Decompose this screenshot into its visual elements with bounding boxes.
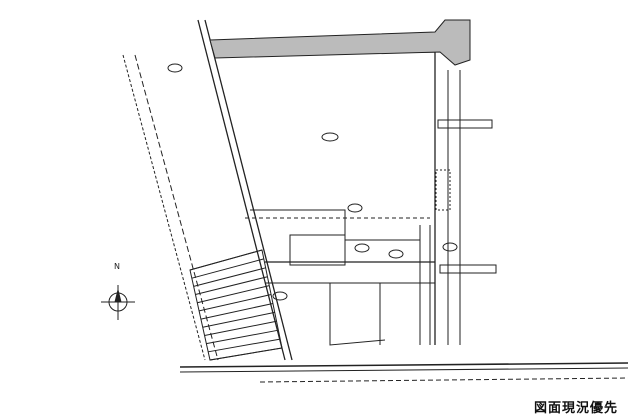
parking-stall-line [191, 258, 264, 279]
parking-stall-line [208, 338, 281, 353]
parking-stall-line [193, 267, 266, 287]
parking-stall-line [197, 285, 270, 304]
parking-stall-line [198, 294, 272, 312]
parking-stall-line [195, 276, 268, 296]
parking-stall-line [206, 329, 279, 345]
building [245, 209, 435, 346]
compass-icon [101, 285, 135, 320]
parking-stall-line [202, 311, 275, 328]
parking-stall-line [209, 347, 283, 361]
parking-area [189, 249, 283, 361]
lot-boundary [197, 19, 436, 361]
right-strip [435, 70, 497, 345]
left-road [122, 54, 219, 361]
label-markers [167, 63, 458, 301]
north-label: N [114, 262, 120, 271]
bottom-road [179, 362, 628, 383]
hatched-wall [209, 19, 471, 66]
parking-stall-line [200, 302, 274, 320]
parking-stall-line [189, 249, 263, 271]
drawing-caption: 図面現況優先 [533, 401, 618, 416]
parking-stall-line [204, 320, 277, 336]
